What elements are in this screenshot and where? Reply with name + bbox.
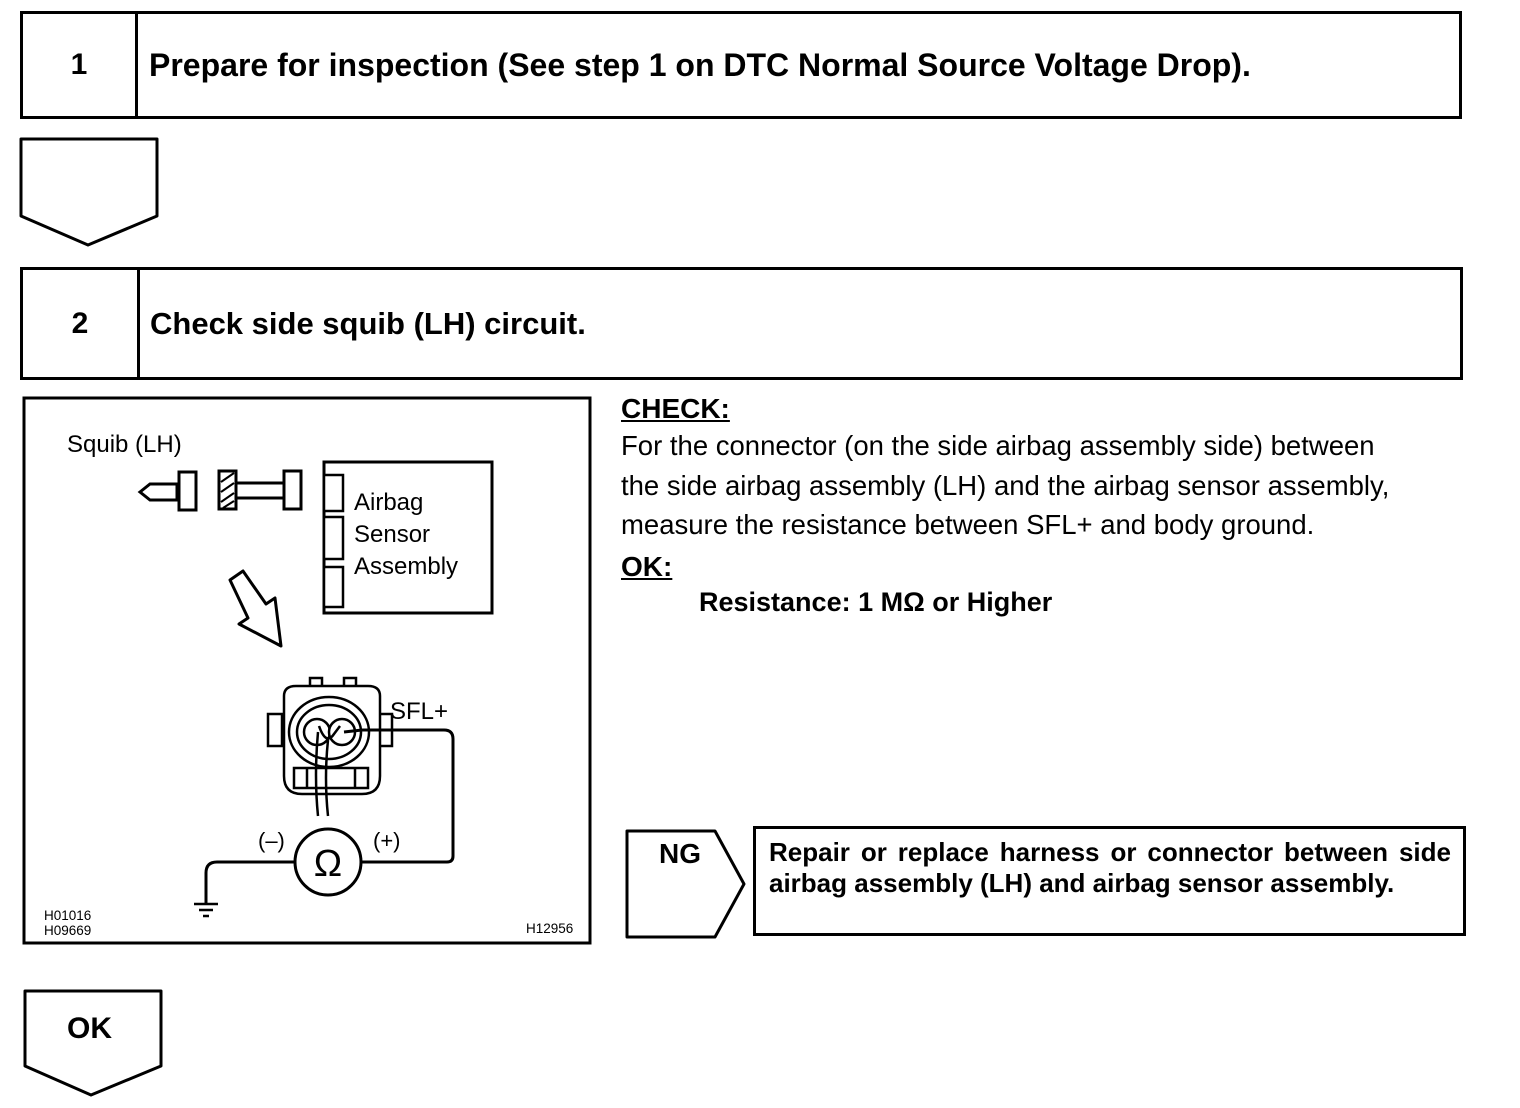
step-1-number: 1 — [23, 14, 138, 116]
pointer-arrow-icon — [228, 569, 283, 648]
flow-arrow-down — [19, 137, 159, 247]
sensor-label-line-1: Airbag — [354, 489, 423, 516]
squib-plug — [137, 482, 179, 502]
squib-circuit-diagram: Squib (LH) Airbag Sensor Assembly SFL+ — [22, 396, 592, 945]
ohmmeter-icon — [293, 827, 363, 897]
ref-code-right: H12956 — [526, 921, 573, 936]
step-1-title: Prepare for inspection (See step 1 on DT… — [149, 46, 1251, 83]
ok-label: OK — [67, 1012, 112, 1045]
sensor-label-line-3: Assembly — [354, 553, 458, 580]
step-2-number: 2 — [23, 270, 140, 377]
airbag-sensor-box — [322, 460, 494, 615]
harness-connector — [282, 469, 303, 511]
minus-label: (–) — [258, 828, 285, 853]
check-line-1: For the connector (on the side airbag as… — [621, 430, 1375, 461]
check-line-2: the side airbag assembly (LH) and the ai… — [621, 470, 1390, 501]
connector-front-view — [266, 676, 394, 817]
ohm-symbol: Ω — [314, 843, 342, 885]
ref-code-left-2: H09669 — [44, 923, 91, 938]
check-line-3: measure the resistance between SFL+ and … — [621, 509, 1315, 540]
body-ground-icon — [194, 902, 218, 918]
harness-wire — [234, 481, 286, 500]
step-1-header: 1 Prepare for inspection (See step 1 on … — [20, 11, 1462, 119]
plus-label: (+) — [373, 828, 401, 853]
ng-branch-arrow — [625, 829, 746, 939]
positive-test-lead — [343, 728, 455, 864]
step-2-header: 2 Check side squib (LH) circuit. — [20, 267, 1463, 380]
ok-branch-arrow — [23, 989, 163, 1097]
squib-connector — [177, 470, 198, 512]
negative-test-lead — [204, 860, 294, 904]
hatched-connector — [217, 469, 238, 511]
ref-code-left-1: H01016 — [44, 908, 91, 923]
sensor-label-line-2: Sensor — [354, 521, 430, 548]
ng-label: NG — [659, 838, 701, 869]
ng-repair-box: Repair or replace harness or connector b… — [753, 826, 1466, 936]
check-heading: CHECK: — [621, 393, 730, 424]
sfl-plus-label: SFL+ — [390, 698, 448, 725]
ok-spec-value: Resistance: 1 MΩ or Higher — [699, 587, 1053, 617]
ok-heading: OK: — [621, 551, 673, 582]
step-2-title: Check side squib (LH) circuit. — [150, 305, 586, 341]
squib-label: Squib (LH) — [67, 431, 182, 458]
